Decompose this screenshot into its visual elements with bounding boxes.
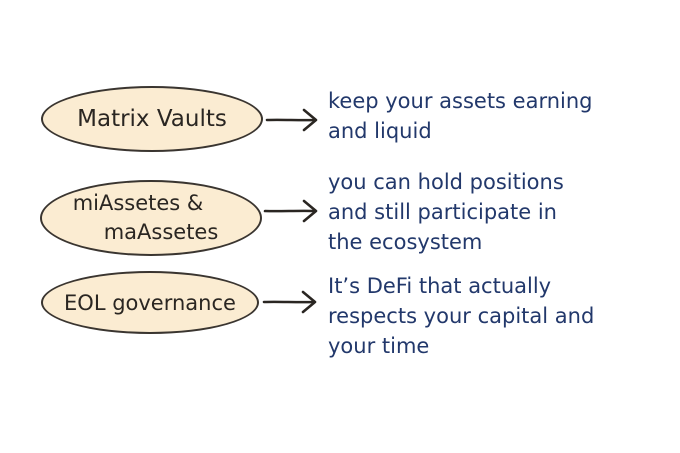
description-matrix-vaults: keep your assets earning and liquid [328, 86, 593, 146]
description-line: It’s DeFi that actually [328, 274, 552, 298]
node-matrix-vaults: Matrix Vaults [41, 86, 263, 152]
node-matrix-vaults-label: Matrix Vaults [77, 106, 227, 132]
description-line: keep your assets earning [328, 89, 593, 113]
node-eol-governance: EOL governance [41, 271, 259, 334]
node-mi-ma-assets-label-line-2: maAssetes [103, 220, 219, 244]
description-line: the ecosystem [328, 230, 483, 254]
description-eol-governance: It’s DeFi that actually respects your ca… [328, 271, 594, 361]
arrow-right-icon [262, 290, 317, 314]
description-line: your time [328, 334, 430, 358]
description-line: and still participate in [328, 200, 557, 224]
node-eol-governance-label: EOL governance [64, 290, 236, 315]
node-mi-ma-assets: miAssetes & maAssetes [40, 180, 262, 256]
description-line: you can hold positions [328, 170, 564, 194]
description-line: respects your capital and [328, 304, 595, 328]
node-mi-ma-assets-label-line-1: miAssetes & [72, 191, 204, 215]
description-line: and liquid [328, 119, 432, 143]
arrow-right-icon [263, 199, 318, 223]
arrow-right-icon [265, 108, 318, 132]
description-mi-ma-assets: you can hold positions and still partici… [328, 167, 564, 257]
